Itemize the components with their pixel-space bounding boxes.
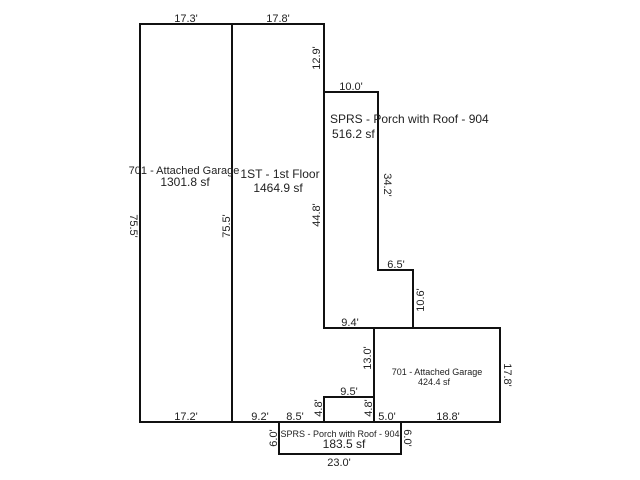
dim-garage-bottom: 17.2' xyxy=(174,411,198,423)
rear-porch-size: 516.2 sf xyxy=(332,127,375,141)
dim-garage2-bottom-b: 18.8' xyxy=(436,411,460,423)
dim-porch-top: 10.0' xyxy=(339,81,363,93)
walls xyxy=(139,23,501,455)
dim-notch-top: 9.5' xyxy=(340,386,357,398)
dim-garage-top: 17.3' xyxy=(174,13,198,25)
dim-floor-bottom-a: 9.2' xyxy=(251,411,268,423)
dim-floor-right: 44.8' xyxy=(311,203,323,227)
garage-main-name: 701 - Attached Garage xyxy=(129,165,240,177)
dim-notch-right: 4.8' xyxy=(363,399,375,416)
first-floor-outline xyxy=(231,23,325,329)
dim-floor-bottom-b: 8.5' xyxy=(286,411,303,423)
dim-garage-inner: 75.5' xyxy=(221,214,233,238)
garage-small-size: 424.4 sf xyxy=(418,377,451,387)
dim-garage2-bottom-a: 5.0' xyxy=(378,411,395,423)
front-porch-name: SPRS - Porch with Roof - 904 xyxy=(280,429,399,439)
first-floor-bottom xyxy=(139,396,375,423)
dim-garage2-right: 17.8' xyxy=(501,363,513,387)
dim-porch-right-lower: 10.6' xyxy=(415,288,427,312)
dim-front-right: 6.0' xyxy=(401,429,413,446)
dim-garage2-left: 13.0' xyxy=(362,346,374,370)
garage-small-outline xyxy=(373,327,501,423)
first-floor-size: 1464.9 sf xyxy=(253,181,303,195)
dim-front-bottom: 23.0' xyxy=(327,457,351,469)
dimension-labels: 17.3' 17.8' 10.0' 6.5' 9.4' 17.2' 9.2' 8… xyxy=(127,13,513,469)
dim-floor-right-upper: 12.9' xyxy=(311,46,323,70)
front-porch-size: 183.5 sf xyxy=(323,437,366,451)
garage-main-outline xyxy=(139,23,233,423)
dim-porch-right: 34.2' xyxy=(381,173,393,197)
dim-porch-bottom: 9.4' xyxy=(341,317,358,329)
dim-porch-step: 6.5' xyxy=(387,259,404,271)
dim-garage-left: 75.5' xyxy=(127,214,139,238)
dim-notch-left: 4.8' xyxy=(313,399,325,416)
garage-small-name: 701 - Attached Garage xyxy=(392,367,483,377)
rear-porch-name: SPRS - Porch with Roof - 904 xyxy=(330,112,489,126)
dim-front-left: 6.0' xyxy=(268,429,280,446)
dim-floor-top: 17.8' xyxy=(266,13,290,25)
front-porch-outline xyxy=(278,421,402,455)
garage-main-size: 1301.8 sf xyxy=(160,175,210,189)
first-floor-name: 1ST - 1st Floor xyxy=(240,167,319,181)
